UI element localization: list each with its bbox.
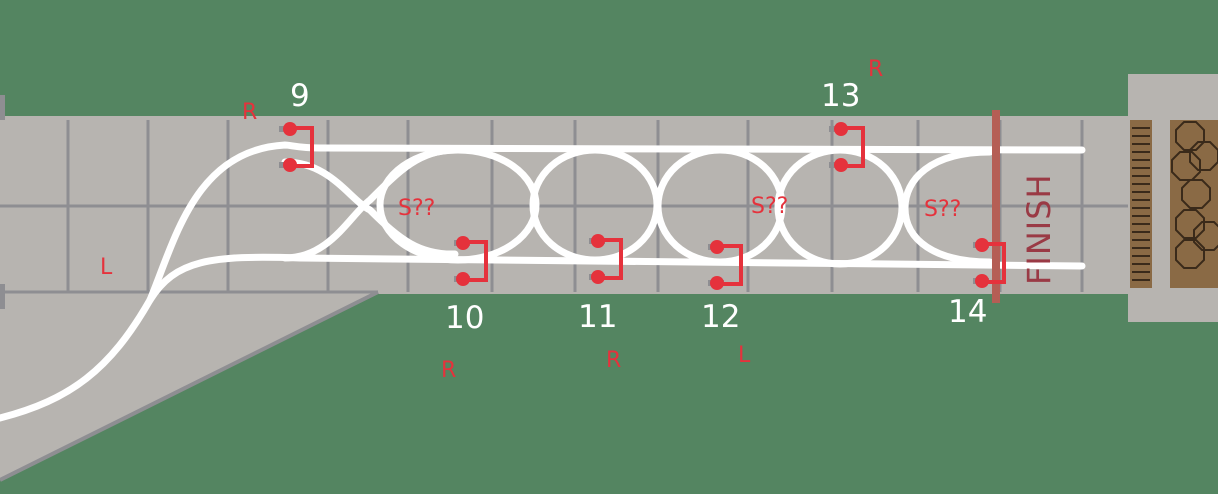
switch-bracket	[719, 244, 743, 286]
switch-9[interactable]	[279, 122, 314, 172]
switch-bracket	[292, 126, 314, 168]
direction-mark-11: R	[606, 348, 621, 373]
sand-hexes	[1171, 121, 1218, 269]
track-entry-upper	[0, 141, 1086, 422]
switch-number-14: 14	[948, 294, 987, 330]
direction-mark-10: R	[441, 358, 456, 383]
crossing-note-c: S??	[924, 197, 961, 222]
end-bay	[1128, 74, 1218, 322]
direction-mark-left: L	[100, 255, 113, 280]
direction-mark-13: R	[868, 57, 883, 82]
switch-number-10: 10	[445, 300, 484, 336]
switch-14[interactable]	[973, 238, 1006, 288]
edge-tab-bottom	[0, 284, 5, 309]
sand-pit	[1170, 120, 1218, 288]
switch-bracket	[600, 238, 623, 280]
switch-12[interactable]	[708, 240, 743, 290]
switch-number-9: 9	[290, 78, 310, 114]
edge-tab-top	[0, 95, 5, 120]
bumper-rail	[1130, 120, 1152, 288]
switch-10[interactable]	[454, 236, 488, 286]
track-loop	[654, 146, 786, 266]
crossing-note-a: S??	[398, 196, 435, 221]
track-return-loop	[901, 148, 994, 266]
track-crossover	[281, 158, 459, 258]
finish-label: FINISH	[1020, 173, 1058, 285]
switch-bracket	[984, 242, 1006, 284]
switch-13[interactable]	[829, 122, 865, 172]
track	[0, 141, 1086, 422]
direction-mark-9: R	[242, 100, 257, 125]
switch-bracket	[843, 126, 865, 168]
finish-line	[992, 110, 1000, 303]
switch-number-13: 13	[821, 78, 860, 114]
switch-number-11: 11	[578, 299, 617, 335]
ramp-edge	[0, 290, 379, 482]
crossing-note-b: S??	[751, 194, 788, 219]
direction-mark-12: L	[738, 343, 751, 368]
switch-11[interactable]	[589, 234, 623, 284]
switch-number-12: 12	[701, 299, 740, 335]
bumper-stripes	[1132, 127, 1150, 281]
switch-bracket	[465, 240, 488, 282]
